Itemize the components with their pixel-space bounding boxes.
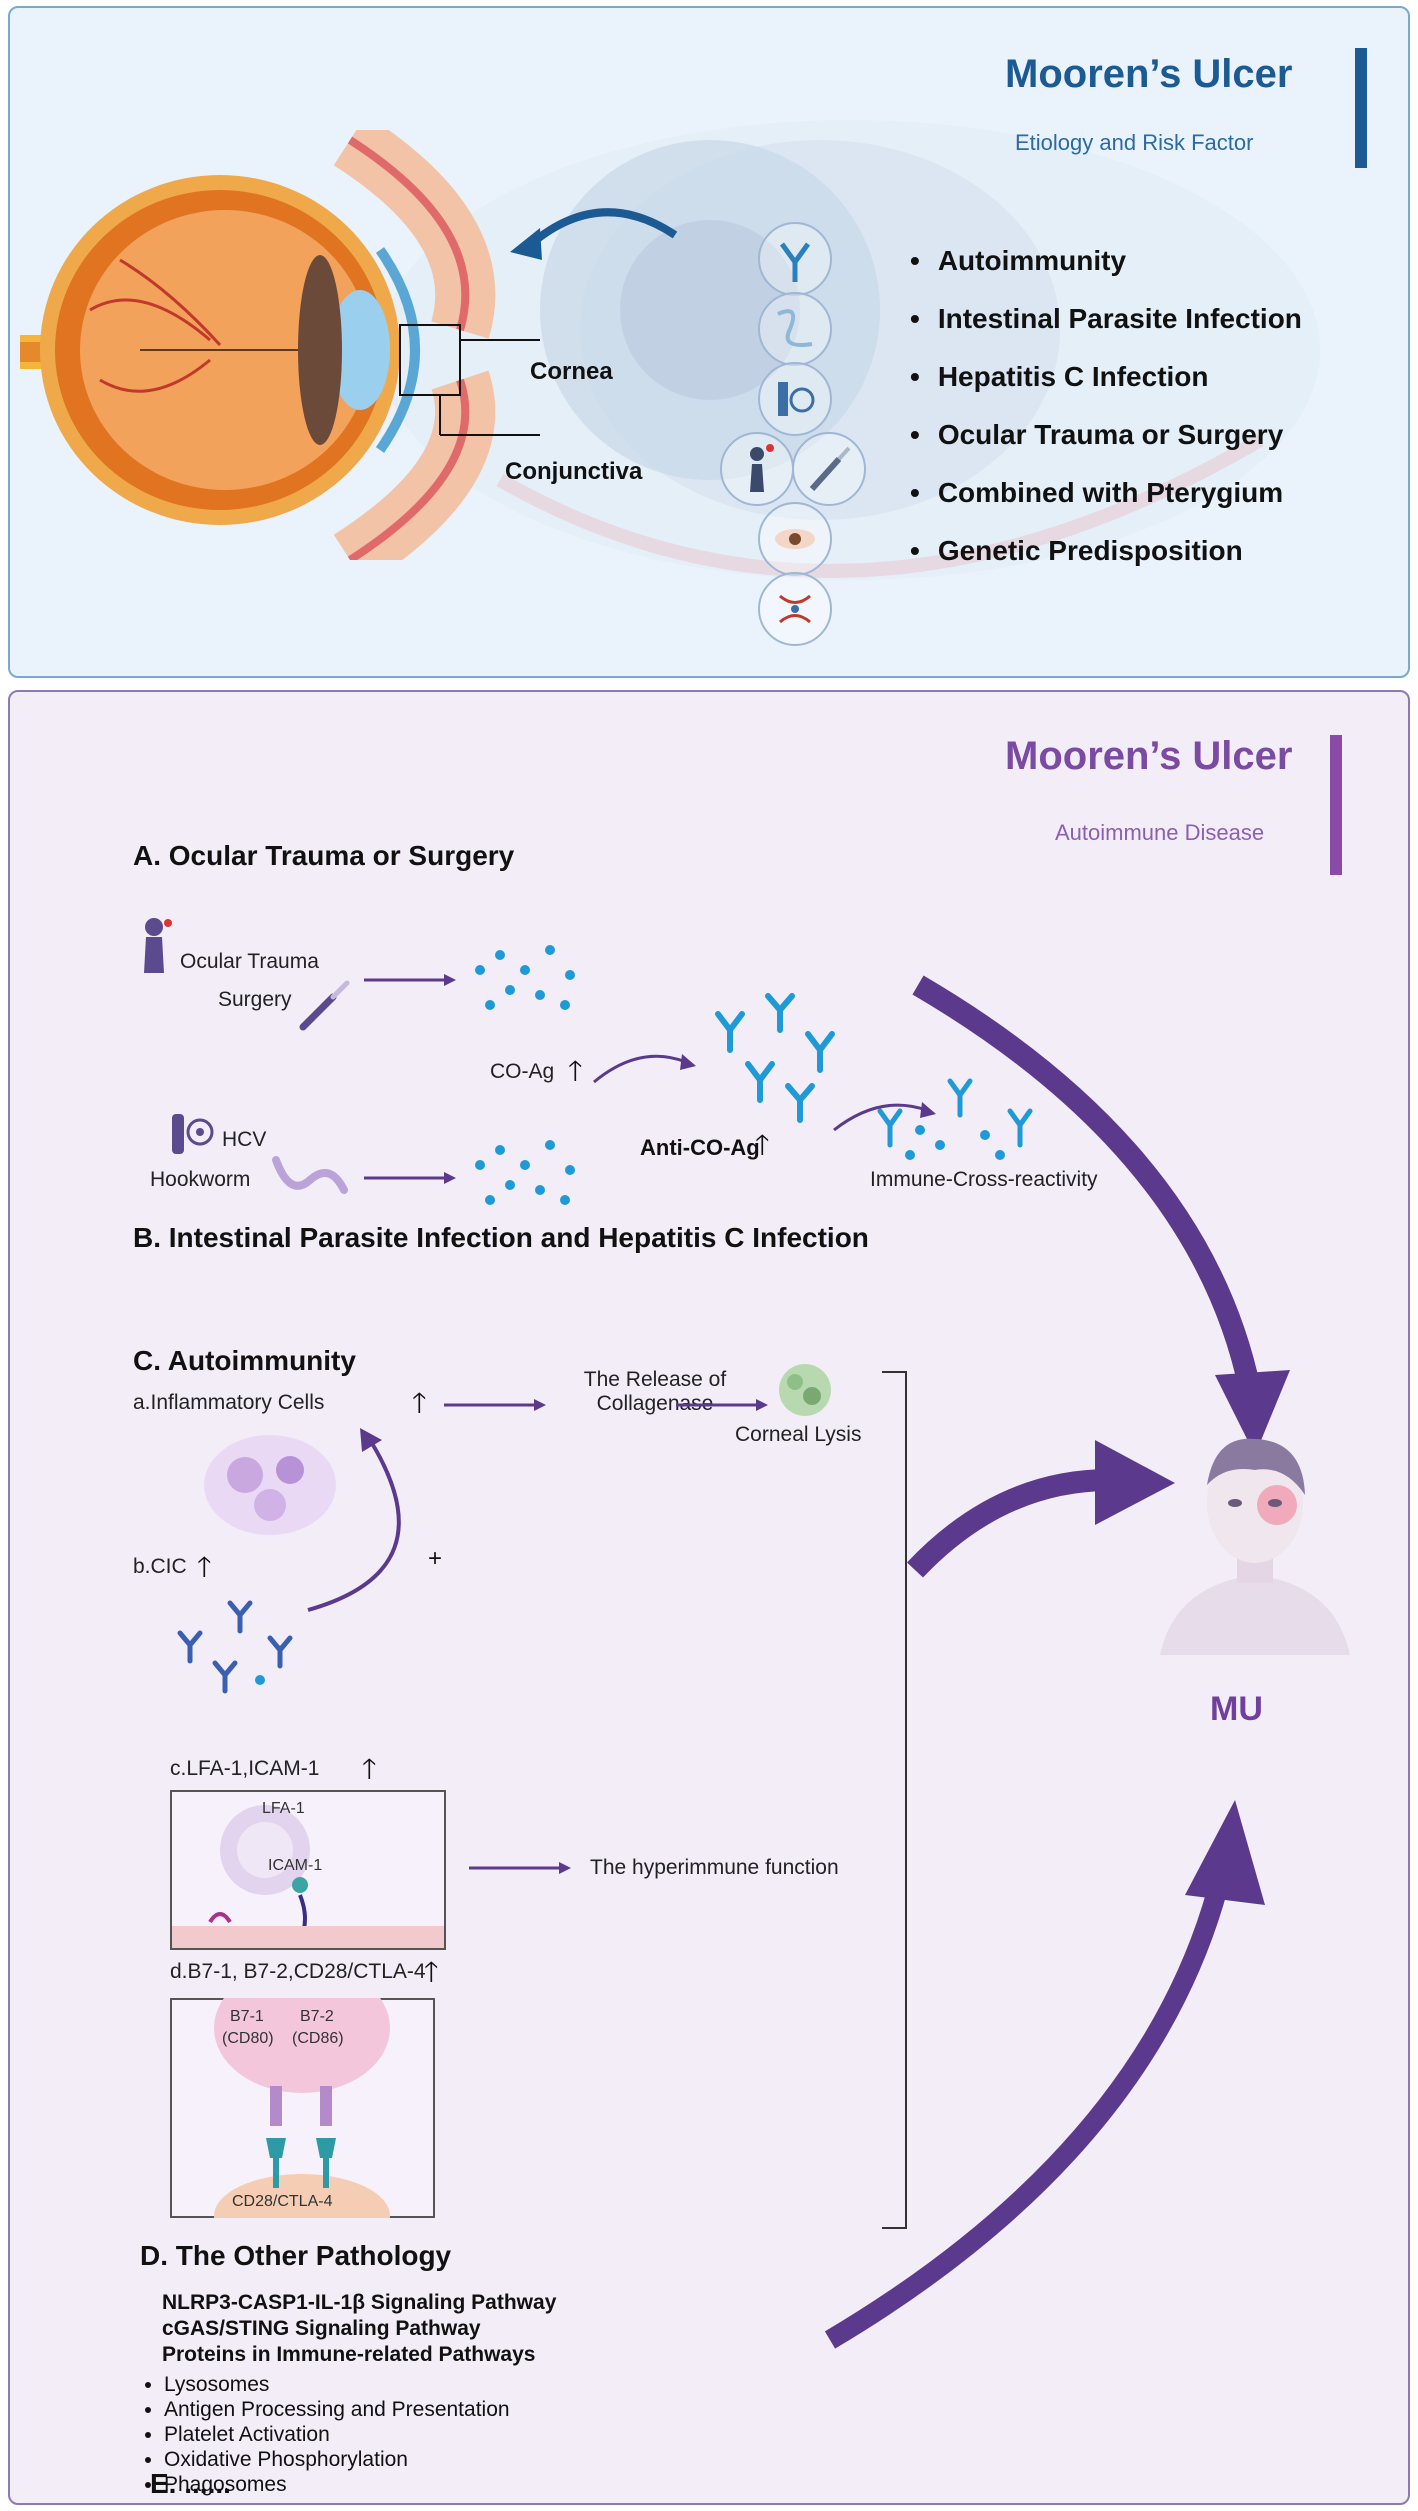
curved-arrow-icon [833, 1102, 936, 1132]
corneal-lysis-label: Corneal Lysis [735, 1423, 862, 1446]
risk-factor-item: Hepatitis C Infection [910, 348, 1302, 406]
patient-figure [1160, 1438, 1350, 1655]
eye-cross-section-illustration [20, 130, 540, 560]
pathology-bullet-item: Phagosomes [164, 2472, 510, 2497]
etiology-subtitle: Etiology and Risk Factor [1015, 130, 1254, 155]
pathway-item: Proteins in Immune-related Pathways [162, 2343, 536, 2366]
b72-label: B7-2 [300, 2008, 334, 2025]
anti-co-ag-label: Anti-CO-Ag [640, 1135, 760, 1160]
right-arrow-icon [364, 1172, 456, 1184]
etiology-title: Mooren’s Ulcer [1005, 52, 1293, 96]
cross-reactivity-cluster [877, 1078, 1033, 1160]
pathology-bullet-list: Lysosomes Antigen Processing and Present… [142, 2372, 510, 2497]
hookworm-label: Hookworm [150, 1168, 251, 1191]
antigen-cluster [475, 945, 575, 1010]
plus-sign: + [428, 1545, 443, 1572]
b7-cd28-diagram [170, 1998, 435, 2218]
trauma-person-icon [720, 432, 794, 506]
cd86-label: (CD86) [292, 2030, 344, 2047]
surgery-label: Surgery [218, 988, 292, 1011]
title-accent-bar [1330, 735, 1342, 875]
pathology-bullet-item: Platelet Activation [164, 2422, 510, 2447]
title-accent-bar [1355, 48, 1367, 168]
section-c-heading: C. Autoimmunity [133, 1345, 356, 1376]
risk-factor-item: Genetic Predisposition [910, 522, 1302, 580]
risk-factor-item: Combined with Pterygium [910, 464, 1302, 522]
collagenase-release-label: The Release of Collagenase [583, 1368, 727, 1415]
pathology-bullet-item: Lysosomes [164, 2372, 510, 2397]
lfa1-icam1-label: c.LFA-1,ICAM-1 [170, 1757, 320, 1780]
worm-icon [272, 1156, 348, 1194]
eye-icon [758, 502, 832, 576]
right-arrow-icon [469, 1862, 571, 1874]
icam1-label: ICAM-1 [268, 1857, 323, 1874]
pathology-bullet-item: Oxidative Phosphorylation [164, 2447, 510, 2472]
cornea-label: Cornea [530, 358, 613, 385]
lfa1-icam1-diagram [170, 1790, 446, 1950]
section-a-heading: A. Ocular Trauma or Surgery [133, 840, 515, 871]
trauma-person-icon [144, 918, 172, 973]
mu-label: MU [1210, 1690, 1263, 1728]
ocular-trauma-label: Ocular Trauma [180, 950, 319, 973]
up-arrow-icon: 🡑 [568, 1055, 583, 1086]
cd28-ctla4-label: CD28/CTLA-4 [232, 2193, 333, 2210]
cic-label: b.CIC [133, 1555, 187, 1578]
conjunctiva-label: Conjunctiva [505, 458, 643, 485]
hcv-label: HCV [222, 1128, 267, 1151]
pathway-item: NLRP3-CASP1-IL-1β Signaling Pathway [162, 2291, 557, 2314]
co-ag-label: CO-Ag [490, 1060, 555, 1083]
autoimmune-title: Mooren’s Ulcer [1005, 734, 1293, 778]
up-arrow-icon: 🡑 [197, 1551, 212, 1582]
corneal-lysis-icon [779, 1364, 831, 1416]
antibody-icon [758, 222, 832, 296]
hyperimmune-label: The hyperimmune function [590, 1856, 839, 1879]
right-arrow-icon [676, 1399, 768, 1411]
lfa1-label: LFA-1 [262, 1800, 305, 1817]
curved-arrow-icon [593, 1054, 696, 1084]
feedback-arrow-icon [307, 1428, 401, 1612]
up-arrow-icon: 🡑 [755, 1129, 770, 1160]
virus-tube-icon [758, 362, 832, 436]
section-e-heading: E. ...... [150, 2468, 231, 2499]
up-arrow-icon: 🡑 [362, 1753, 377, 1784]
cd80-label: (CD80) [222, 2030, 274, 2047]
pathway-item: cGAS/STING Signaling Pathway [162, 2317, 481, 2340]
antibody-cluster [715, 993, 835, 1123]
risk-factor-list: Autoimmunity Intestinal Parasite Infecti… [910, 232, 1302, 580]
b71-label: B7-1 [230, 2008, 264, 2025]
antigen-cluster [475, 1140, 575, 1205]
right-arrow-icon [444, 1399, 546, 1411]
autoimmune-subtitle: Autoimmune Disease [1055, 820, 1265, 845]
virus-tube-icon [172, 1114, 214, 1154]
scalpel-icon [299, 980, 350, 1031]
section-d-heading: D. The Other Pathology [140, 2240, 452, 2271]
section-b-heading: B. Intestinal Parasite Infection and Hep… [133, 1222, 869, 1253]
risk-factor-item: Intestinal Parasite Infection [910, 290, 1302, 348]
up-arrow-icon: 🡑 [412, 1387, 427, 1418]
section-c-bracket [882, 1371, 907, 2229]
pathology-bullet-item: Antigen Processing and Presentation [164, 2397, 510, 2422]
immune-complex-cluster [177, 1600, 293, 1694]
risk-factor-item: Ocular Trauma or Surgery [910, 406, 1302, 464]
curved-arrow-icon [510, 208, 678, 260]
dna-icon [758, 572, 832, 646]
up-arrow-icon: 🡑 [424, 1956, 439, 1987]
cross-reactivity-label: Immune-Cross-reactivity [870, 1168, 1098, 1191]
pathway-list: NLRP3-CASP1-IL-1β Signaling Pathway cGAS… [162, 2290, 556, 2368]
risk-factor-item: Autoimmunity [910, 232, 1302, 290]
b7-cd28-label: d.B7-1, B7-2,CD28/CTLA-4 [170, 1960, 426, 1983]
right-arrow-icon [364, 974, 456, 986]
inflammatory-cells-illustration [204, 1435, 336, 1535]
scalpel-icon [792, 432, 866, 506]
inflammatory-cells-label: a.Inflammatory Cells [133, 1391, 325, 1414]
